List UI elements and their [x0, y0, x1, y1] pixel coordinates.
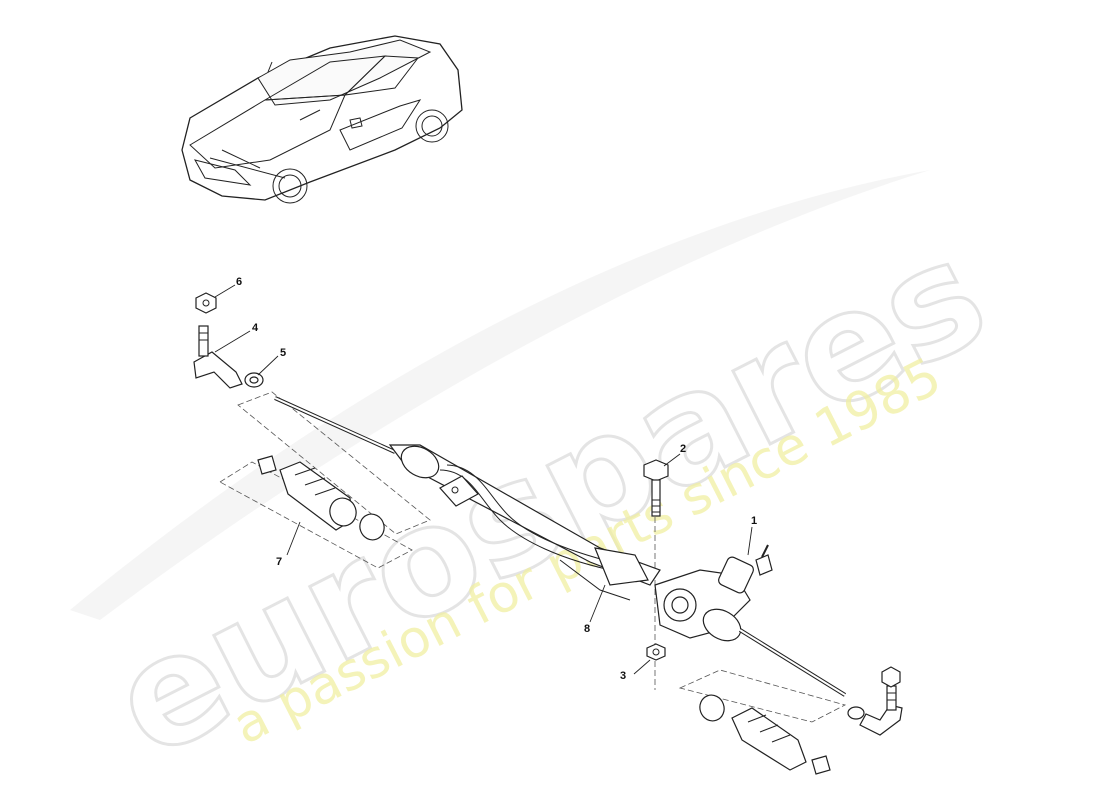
steering-rack-assembly [274, 396, 847, 697]
callout-7: 7 [276, 556, 282, 568]
callout-2: 2 [680, 443, 686, 455]
leader-lines [214, 284, 753, 675]
gaiter-kit-left-part-7 [257, 455, 385, 541]
callouts: 1 2 3 4 5 6 7 8 [236, 276, 757, 682]
bolt-part-2 [643, 459, 669, 517]
washer-part-5 [244, 372, 264, 388]
callout-1: 1 [751, 515, 757, 527]
callout-6: 6 [236, 276, 242, 288]
tie-rod-end-left-part-4 [193, 325, 243, 389]
callout-5: 5 [280, 347, 286, 359]
exploded-outline-left [219, 391, 656, 690]
watermark-swoosh [70, 170, 930, 620]
car-illustration [181, 35, 463, 204]
callout-4: 4 [252, 322, 259, 334]
callout-3: 3 [620, 670, 626, 682]
gaiter-kit-right [699, 694, 831, 775]
nut-part-6 [195, 292, 217, 314]
watermark: eurospares a passion for parts since 198… [70, 170, 1013, 794]
callout-8: 8 [584, 623, 590, 635]
tie-rod-end-right [847, 666, 903, 736]
exploded-outline-right [678, 669, 847, 723]
nut-part-3 [646, 643, 666, 661]
